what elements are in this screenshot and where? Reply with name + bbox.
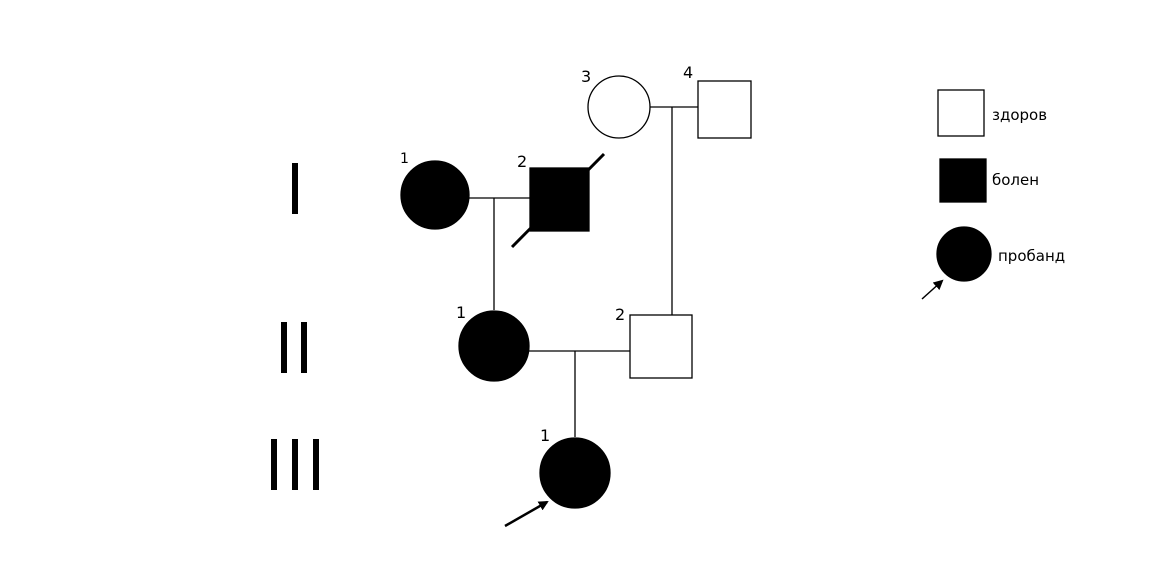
legend-healthy-label: здоров [992, 106, 1047, 124]
individual-I-3 [587, 75, 651, 139]
individual-number-I-1: 1 [400, 151, 409, 167]
individual-number-I-2: 2 [517, 152, 527, 171]
individual-II-1 [458, 310, 530, 382]
individual-number-I-3: 3 [581, 67, 591, 86]
legend-proband-label: пробанд [998, 247, 1065, 265]
individual-number-II-2: 2 [615, 305, 625, 324]
legend-proband-arrow [921, 279, 944, 300]
legend: здоров болен пробанд [921, 89, 1065, 300]
proband-arrow [504, 500, 549, 528]
generation-label-III [271, 439, 319, 490]
individual-number-I-4: 4 [683, 63, 693, 82]
generation-label-I [292, 163, 298, 214]
legend-affected-label: болен [992, 171, 1039, 189]
generation-label-II [281, 322, 307, 373]
individual-number-III-1: 1 [540, 426, 550, 445]
legend-healthy-symbol [937, 89, 985, 137]
individual-III-1-proband [539, 437, 611, 509]
legend-affected-symbol [939, 158, 987, 203]
individual-I-1 [400, 160, 470, 230]
deceased-slash-I-2 [510, 152, 606, 249]
individual-I-4 [697, 80, 752, 139]
legend-proband-symbol [936, 226, 992, 282]
individual-number-II-1: 1 [456, 303, 466, 322]
individual-II-2 [629, 314, 693, 379]
